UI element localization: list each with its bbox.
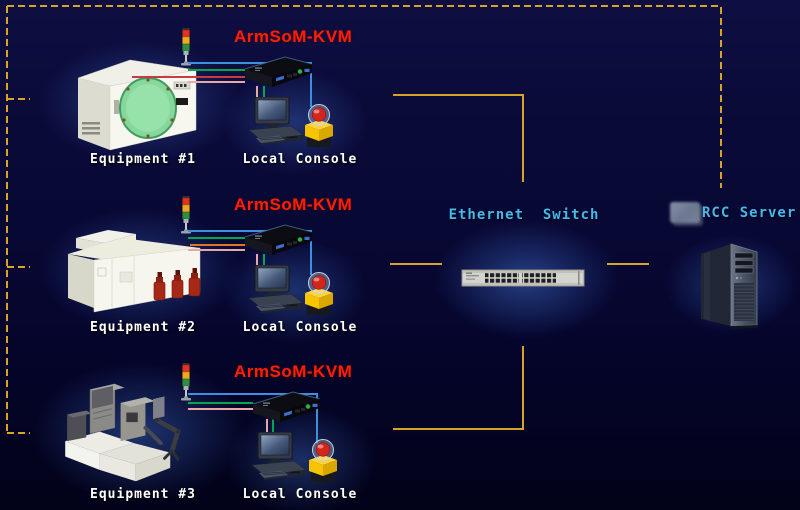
equipment-row-2: ArmSoM-KVM Equipment #2 Local Console [0, 168, 400, 335]
cable-drop-green [263, 254, 265, 267]
cable-drop-green [272, 419, 274, 435]
cable-drop-salmon [266, 419, 268, 437]
cable-drop-blue [310, 230, 312, 275]
cable-line-salmon [188, 249, 245, 251]
equipment-label: Equipment #3 [90, 487, 196, 502]
connector-line-eq3-rise [522, 346, 524, 430]
equipment-row-3: ArmSoM-KVM Equipment #3 Local Console [0, 335, 400, 510]
cable-drop-blue [310, 62, 312, 107]
connector-line-switch-to-server [607, 263, 649, 265]
censored-logo [670, 202, 700, 223]
desktop-console-icon [251, 432, 307, 481]
cable-line-salmon [188, 408, 253, 410]
cable-line-blue [188, 230, 312, 232]
server-label: RCC Server [702, 205, 797, 221]
signal-tower-icon [180, 363, 192, 401]
emergency-stop-button-icon [304, 272, 334, 316]
kvm-label: ArmSoM-KVM [234, 362, 353, 381]
desktop-console-icon [248, 265, 304, 314]
cable-line-green [188, 69, 245, 71]
console-label: Local Console [242, 320, 358, 335]
switch-label: Ethernet Switch [448, 207, 600, 223]
cable-drop-blue [316, 393, 318, 443]
server-tower-icon [700, 243, 758, 330]
kvm-device-icon [244, 56, 313, 88]
cable-drop-salmon [256, 254, 258, 269]
cable-line-red [132, 76, 245, 78]
connector-line-eq3-to-switch [393, 428, 524, 430]
desktop-console-icon [248, 97, 304, 146]
kvm-label: ArmSoM-KVM [234, 27, 353, 46]
equipment-label: Equipment #1 [90, 152, 196, 167]
ethernet-switch-icon [461, 269, 585, 287]
connector-line-eq1-drop [522, 94, 524, 182]
kvm-device-icon [244, 224, 313, 256]
cable-line-salmon [188, 81, 245, 83]
kvm-device-icon [252, 391, 321, 423]
equipment-row-1: ArmSoM-KVM Equipment #1 Local Console [0, 0, 400, 168]
equipment-label: Equipment #2 [90, 320, 196, 335]
cable-line-blue [188, 393, 317, 395]
kvm-label: ArmSoM-KVM [234, 195, 353, 214]
connector-line-eq2-to-switch [390, 263, 442, 265]
cable-line-green [188, 237, 245, 239]
cable-line-green [188, 402, 253, 404]
cable-line-blue [188, 62, 312, 64]
emergency-stop-button-icon [308, 439, 338, 483]
cable-drop-salmon [256, 86, 258, 101]
emergency-stop-button-icon [304, 104, 334, 148]
console-label: Local Console [242, 152, 358, 167]
cable-line-orange [190, 244, 245, 246]
cable-drop-green [263, 86, 265, 99]
connector-line-eq1-to-switch [393, 94, 524, 96]
console-label: Local Console [242, 487, 358, 502]
